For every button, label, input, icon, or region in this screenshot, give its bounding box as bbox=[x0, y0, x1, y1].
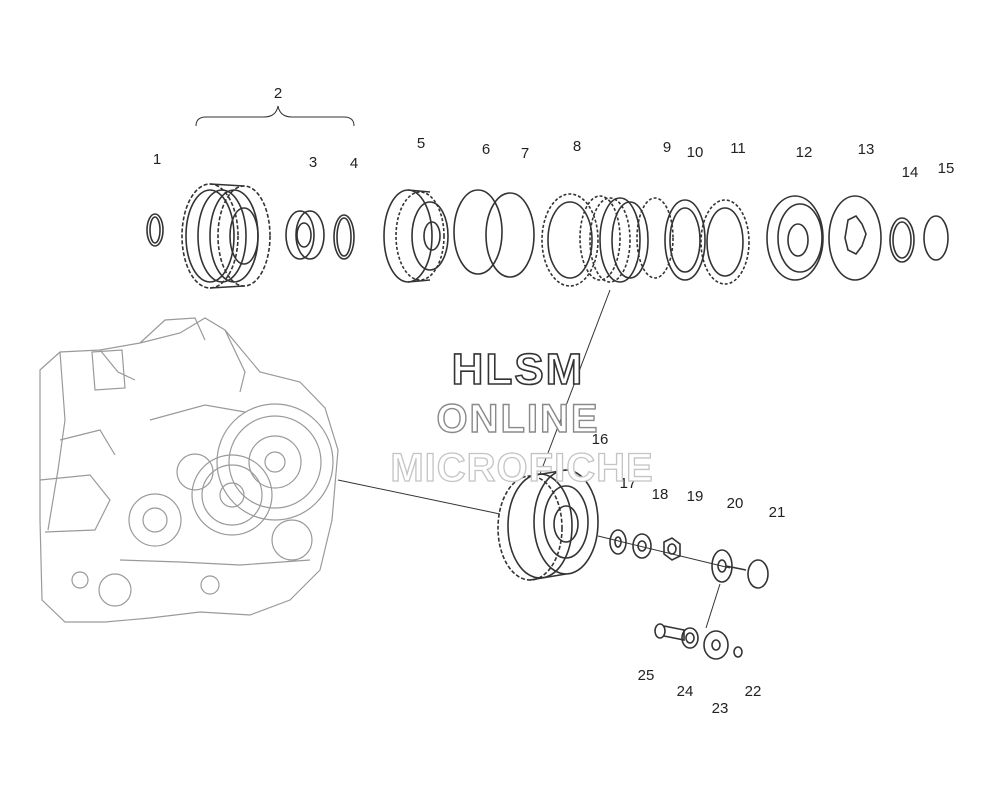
callout-11: 11 bbox=[730, 140, 746, 157]
part-24-bearing bbox=[681, 627, 699, 649]
part-13-diaphragm-spring bbox=[828, 195, 882, 281]
part-18-washer bbox=[632, 533, 652, 559]
part-25-adjusting-screw bbox=[654, 623, 685, 641]
callout-9: 9 bbox=[663, 139, 671, 156]
part-3-bearing bbox=[285, 210, 325, 260]
part-11-friction-plate bbox=[700, 199, 750, 285]
part-2-primary-chain-sprocket bbox=[181, 183, 271, 289]
part-23-washer bbox=[703, 630, 729, 660]
callout-23: 23 bbox=[712, 700, 729, 717]
callout-numbers: 1 2 3 4 5 6 7 8 9 10 11 12 13 14 15 16 1… bbox=[153, 85, 955, 717]
callout-21: 21 bbox=[769, 504, 786, 521]
part-21-retaining-ring bbox=[747, 559, 769, 589]
callout-12: 12 bbox=[796, 144, 813, 161]
callout-24: 24 bbox=[677, 683, 694, 700]
callout-16: 16 bbox=[592, 431, 609, 448]
part-1-retaining-ring bbox=[146, 213, 164, 247]
callout-4: 4 bbox=[350, 155, 358, 172]
callout-25: 25 bbox=[638, 667, 655, 684]
engine-case-illustration bbox=[39, 317, 339, 623]
callout-8: 8 bbox=[573, 138, 581, 155]
part-14-spring-seat bbox=[889, 217, 915, 263]
watermark-line-1: HLSM bbox=[452, 345, 585, 394]
callout-14: 14 bbox=[902, 164, 919, 181]
callout-19: 19 bbox=[687, 488, 704, 505]
callout-22: 22 bbox=[745, 683, 762, 700]
part-20-adjuster-plate bbox=[711, 549, 747, 583]
part-9-clutch-pack bbox=[579, 195, 674, 283]
watermark: HLSM ONLINE MICROFICHE bbox=[390, 344, 654, 490]
watermark-line-2: ONLINE bbox=[436, 397, 599, 441]
callout-1: 1 bbox=[153, 151, 161, 168]
part-15-retaining-ring bbox=[923, 215, 949, 261]
callout-10: 10 bbox=[687, 144, 704, 161]
part-12-pressure-plate bbox=[766, 195, 824, 281]
part-6-spring-ring bbox=[453, 189, 503, 275]
callout-6: 6 bbox=[482, 141, 490, 158]
part-7-spring-ring bbox=[485, 192, 535, 278]
leader-lines bbox=[195, 105, 731, 629]
callout-13: 13 bbox=[858, 141, 875, 158]
watermark-line-3: MICROFICHE bbox=[390, 446, 653, 490]
callout-15: 15 bbox=[938, 160, 955, 177]
part-4-retaining-ring bbox=[333, 214, 355, 260]
part-8-friction-plate bbox=[541, 193, 599, 287]
part-19-nut bbox=[663, 537, 681, 561]
part-5-clutch-hub bbox=[383, 189, 449, 283]
part-22-clip bbox=[733, 646, 743, 658]
callout-20: 20 bbox=[727, 495, 744, 512]
callout-7: 7 bbox=[521, 145, 529, 162]
callout-18: 18 bbox=[652, 486, 669, 503]
callout-2: 2 bbox=[274, 85, 282, 102]
part-10-steel-plate bbox=[664, 199, 706, 281]
callout-3: 3 bbox=[309, 154, 317, 171]
callout-17: 17 bbox=[620, 475, 637, 492]
callout-5: 5 bbox=[417, 135, 425, 152]
